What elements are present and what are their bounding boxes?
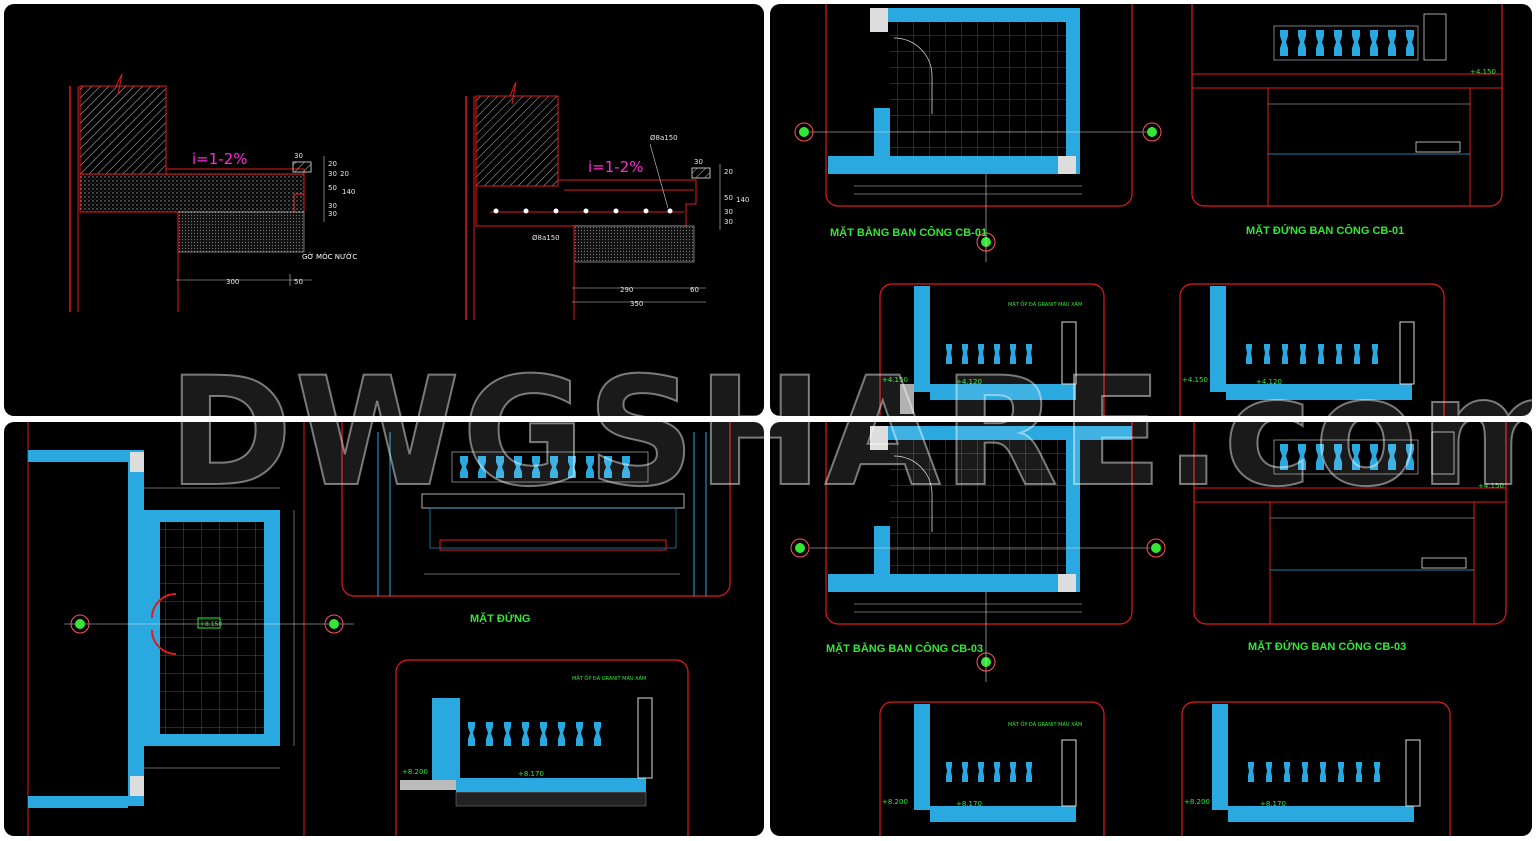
bl-level-a: +8.200 (402, 768, 428, 776)
cb03-detail-left: MẶT ỐP ĐÁ GRANIT MÀU XÁM +8.200 +8.170 (879, 701, 1105, 836)
cb03-level-c: +8.170 (956, 800, 982, 808)
rdim-2: 50 (724, 194, 733, 202)
panel-balcony-plan-elevation: +8.150 MẶT ĐỨNG (4, 422, 764, 836)
bl-detail: MẶT ỐP ĐÁ GRANIT MÀU XÁM +8.200 +8.170 (395, 659, 689, 836)
cb03-level-b: +8.200 (882, 798, 908, 806)
bl-balusters (460, 456, 630, 478)
cb01-level-a: +4.150 (1470, 68, 1496, 76)
cb03-level-e: +8.170 (1260, 800, 1286, 808)
cb03-elevation-title: MẶT ĐỨNG BAN CÔNG CB-03 (1248, 640, 1406, 653)
bl-detail-note: MẶT ỐP ĐÁ GRANIT MÀU XÁM (572, 674, 646, 682)
rebar-top-label: Ø8a150 (650, 134, 678, 142)
cb01-drawing: MẶT BẰNG BAN CÔNG CB-01 +4.150 MẶT ĐỨNG … (794, 4, 1503, 416)
slope-label-left: i=1-2% (192, 150, 248, 168)
rdim-top: 30 (694, 158, 703, 166)
cb01-detail-right: +4.150 +4.120 (1179, 283, 1445, 416)
cb03-detail-right: +8.200 +8.170 (1181, 701, 1451, 836)
dim-350: 350 (630, 300, 643, 308)
vdim-total: 140 (342, 188, 355, 196)
rdim-3: 30 (724, 208, 733, 216)
slope-label-right: i=1-2% (588, 158, 644, 176)
cb03-plan-title: MẶT BẰNG BAN CÔNG CB-03 (826, 642, 983, 655)
vdim-1: 20 (328, 160, 337, 168)
vdim-6: 20 (340, 170, 349, 178)
vdim-3: 50 (328, 184, 337, 192)
cb03-level-a: +4.150 (1478, 482, 1504, 490)
bl-elevation-title: MẶT ĐỨNG (470, 612, 530, 625)
panel-balcony-cb01: MẶT BẰNG BAN CÔNG CB-01 +4.150 MẶT ĐỨNG … (770, 4, 1532, 416)
cb01-level-d: +4.150 (1182, 376, 1208, 384)
bl-elevation: MẶT ĐỨNG (341, 422, 731, 625)
cb01-level-c: +4.120 (956, 378, 982, 386)
left-section: 300 50 i=1-2% GỜ MÓC NƯỚC 30 20 30 50 30… (69, 73, 357, 312)
rebar-bottom-label: Ø8a150 (532, 234, 560, 242)
cb03-drawing: MẶT BẰNG BAN CÔNG CB-03 +4.150 MẶT ĐỨNG … (790, 422, 1507, 836)
cb01-elevation-title: MẶT ĐỨNG BAN CÔNG CB-01 (1246, 224, 1404, 237)
cb03-plan: MẶT BẰNG BAN CÔNG CB-03 (790, 422, 1166, 682)
bl-drawing: +8.150 MẶT ĐỨNG (27, 422, 731, 836)
rebar-dots (493, 208, 673, 214)
cb01-level-e: +4.120 (1256, 378, 1282, 386)
dim-30-top: 30 (294, 152, 303, 160)
cb01-level-b: +4.150 (882, 376, 908, 384)
dim-60: 60 (690, 286, 699, 294)
cb01-elevation: +4.150 MẶT ĐỨNG BAN CÔNG CB-01 (1191, 4, 1503, 237)
bl-plan-level: +8.150 (200, 621, 222, 628)
drip-edge-label: GỜ MÓC NƯỚC (302, 252, 357, 261)
dim-290: 290 (620, 286, 633, 294)
dim-50: 50 (294, 278, 303, 286)
cb03-level-d: +8.200 (1184, 798, 1210, 806)
panel-section-details: 300 50 i=1-2% GỜ MÓC NƯỚC 30 20 30 50 30… (4, 4, 764, 416)
dim-300: 300 (226, 278, 239, 286)
cb01-note-left: MẶT ỐP ĐÁ GRANIT MÀU XÁM (1008, 300, 1082, 308)
right-section: i=1-2% Ø8a150 Ø8a150 290 60 350 30 20 50… (465, 81, 749, 320)
bl-level-b: +8.170 (518, 770, 544, 778)
rdim-1: 20 (724, 168, 733, 176)
cb03-elevation: +4.150 MẶT ĐỨNG BAN CÔNG CB-03 (1193, 422, 1507, 653)
cb03-note-left: MẶT ỐP ĐÁ GRANIT MÀU XÁM (1008, 720, 1082, 728)
section-details-drawing: 300 50 i=1-2% GỜ MÓC NƯỚC 30 20 30 50 30… (69, 73, 749, 320)
vdim-5: 30 (328, 210, 337, 218)
rdim-4: 30 (724, 218, 733, 226)
cb01-plan: MẶT BẰNG BAN CÔNG CB-01 (794, 4, 1162, 262)
cb01-plan-title: MẶT BẰNG BAN CÔNG CB-01 (830, 226, 987, 239)
panel-balcony-cb03: MẶT BẰNG BAN CÔNG CB-03 +4.150 MẶT ĐỨNG … (770, 422, 1532, 836)
bl-plan: +8.150 (27, 422, 354, 836)
vdim-4: 30 (328, 202, 337, 210)
rdim-total: 140 (736, 196, 749, 204)
cb01-detail-left: MẶT ỐP ĐÁ GRANIT MÀU XÁM +4.150 +4.120 (879, 283, 1105, 416)
vdim-2: 30 (328, 170, 337, 178)
cb01-balusters (1280, 30, 1414, 56)
cb03-balusters (1280, 444, 1414, 470)
